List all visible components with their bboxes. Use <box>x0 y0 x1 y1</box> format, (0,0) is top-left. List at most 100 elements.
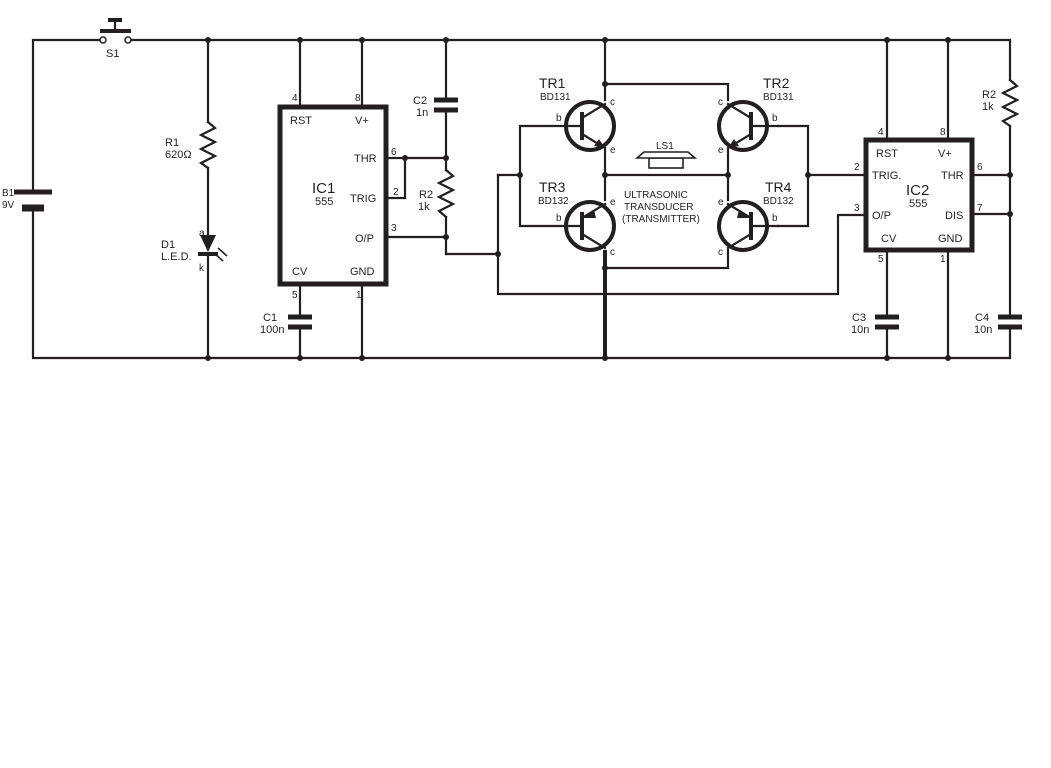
ic1-pin-vplus: V+ <box>355 115 369 127</box>
ic2-pin-thr: THR <box>941 170 964 182</box>
tr1-part: BD131 <box>540 92 571 103</box>
d1-value: L.E.D. <box>161 251 192 263</box>
battery-ref: B1 <box>2 188 15 199</box>
capacitor-c3: C3 10n <box>851 312 899 360</box>
ic1-pin-op: O/P <box>355 233 374 245</box>
r2a-value: 1k <box>418 201 430 213</box>
h-bridge-wiring <box>496 38 868 358</box>
ic2-pinnum-cv: 5 <box>878 254 884 265</box>
resistor-r2-timing: R2 1k <box>418 168 500 256</box>
tr1-pin-b: b <box>556 113 562 124</box>
r2a-ref: R2 <box>419 189 433 201</box>
ic2-pin-dis: DIS <box>945 210 963 222</box>
ic2-pin-cv: CV <box>881 233 897 245</box>
transistor-tr3: TR3 BD132 b e c <box>538 179 616 258</box>
ic2-pinnum-rst: 4 <box>878 127 884 138</box>
ic1-pin-gnd: GND <box>350 266 375 278</box>
capacitor-c1: C1 100n <box>260 312 312 360</box>
transistor-tr1: TR1 BD131 b c e <box>539 75 616 156</box>
ic1-pinnum-gnd: 1 <box>356 290 362 301</box>
c3-value: 10n <box>851 324 869 336</box>
tr2-pin-b: b <box>772 113 778 124</box>
tr3-ref: TR3 <box>539 179 566 195</box>
tr4-ref: TR4 <box>765 179 792 195</box>
ls1-ref: LS1 <box>656 141 674 152</box>
d1-ref: D1 <box>161 239 175 251</box>
c2-ref: C2 <box>413 95 427 107</box>
ls1-line2: TRANSDUCER <box>624 202 693 213</box>
tr3-pin-b: b <box>556 213 562 224</box>
ic1-pinnum-thr: 6 <box>391 147 397 158</box>
transistor-tr2: TR2 BD131 b c e <box>717 75 794 156</box>
tr2-pin-e: e <box>718 145 724 156</box>
ls1-line3: (TRANSMITTER) <box>622 214 700 225</box>
r2b-value: 1k <box>982 101 994 113</box>
battery-b1: B1 9V <box>2 188 52 212</box>
c2-value: 1n <box>416 107 428 119</box>
ic2-pinnum-dis: 7 <box>977 203 983 214</box>
tr4-pin-b: b <box>772 213 778 224</box>
tr4-part: BD132 <box>763 196 794 207</box>
tr1-ref: TR1 <box>539 75 566 91</box>
capacitor-c2: C2 1n <box>413 38 458 172</box>
ic1-part: 555 <box>315 196 333 208</box>
ic2-pinnum-gnd: 1 <box>940 254 946 265</box>
ic2-pin-rst: RST <box>876 148 898 160</box>
r1-ref: R1 <box>165 137 179 149</box>
ic1-pinnum-vplus: 8 <box>355 93 361 104</box>
capacitor-c4: C4 10n <box>974 312 1022 360</box>
junction-dots <box>205 37 1013 361</box>
ic1-pin-cv: CV <box>292 266 308 278</box>
ground-rail <box>31 208 1012 360</box>
ic2-pinnum-op: 3 <box>854 203 860 214</box>
ic1-pin-trig: TRIG <box>350 193 376 205</box>
positive-rail <box>31 38 1012 192</box>
ic1-pin-thr: THR <box>354 153 377 165</box>
tr3-pin-e: e <box>610 197 616 208</box>
resistor-r2-ic2: R2 1k <box>982 38 1020 317</box>
tr1-pin-e: e <box>610 145 616 156</box>
tr4-pin-c: c <box>718 247 723 258</box>
switch-ref: S1 <box>106 48 119 60</box>
ls1-line1: ULTRASONIC <box>624 190 688 201</box>
c3-ref: C3 <box>852 312 866 324</box>
ic1-pinnum-cv: 5 <box>292 290 298 301</box>
tr1-pin-c: c <box>610 97 615 108</box>
tr3-part: BD132 <box>538 196 569 207</box>
ic2-pin-op: O/P <box>872 210 891 222</box>
ic2-ref: IC2 <box>906 182 929 199</box>
ultrasonic-transducer-ls1: LS1 ULTRASONIC TRANSDUCER (TRANSMITTER) <box>622 141 700 225</box>
ic2-pin-vplus: V+ <box>938 148 952 160</box>
tr2-pin-c: c <box>718 97 723 108</box>
transistor-tr4: TR4 BD132 b e c <box>717 179 794 258</box>
ic2-pin-trig: TRIG. <box>872 170 901 182</box>
d1-cathode: k <box>199 263 205 274</box>
r1-value: 620Ω <box>165 149 192 161</box>
c1-value: 100n <box>260 324 284 336</box>
d1-anode: a <box>199 228 205 239</box>
battery-value: 9V <box>2 200 15 211</box>
c4-ref: C4 <box>975 312 989 324</box>
ic2-pinnum-thr: 6 <box>977 162 983 173</box>
ic1-pinnum-op: 3 <box>391 223 397 234</box>
c4-value: 10n <box>974 324 992 336</box>
ic1-ref: IC1 <box>312 180 335 197</box>
ic1-pinnum-rst: 4 <box>292 93 298 104</box>
resistor-r1: R1 620Ω <box>165 38 218 237</box>
ic1-pin-rst: RST <box>290 115 312 127</box>
ic2-pin-gnd: GND <box>938 233 963 245</box>
ic1-555: IC1 555 RST V+ THR TRIG O/P CV GND 4 8 6… <box>277 38 448 360</box>
led-d1: D1 L.E.D. a k <box>161 228 228 360</box>
ic1-pinnum-trig: 2 <box>393 187 399 198</box>
c1-ref: C1 <box>263 312 277 324</box>
ic2-555: IC2 555 RST V+ TRIG. THR O/P DIS CV GND … <box>854 38 1012 360</box>
r2b-ref: R2 <box>982 89 996 101</box>
switch-s1[interactable]: S1 <box>99 18 132 60</box>
tr3-pin-c: c <box>610 247 615 258</box>
tr2-part: BD131 <box>763 92 794 103</box>
tr2-ref: TR2 <box>763 75 790 91</box>
tr4-pin-e: e <box>718 197 724 208</box>
ic2-pinnum-trig: 2 <box>854 162 860 173</box>
ic2-part: 555 <box>909 198 927 210</box>
